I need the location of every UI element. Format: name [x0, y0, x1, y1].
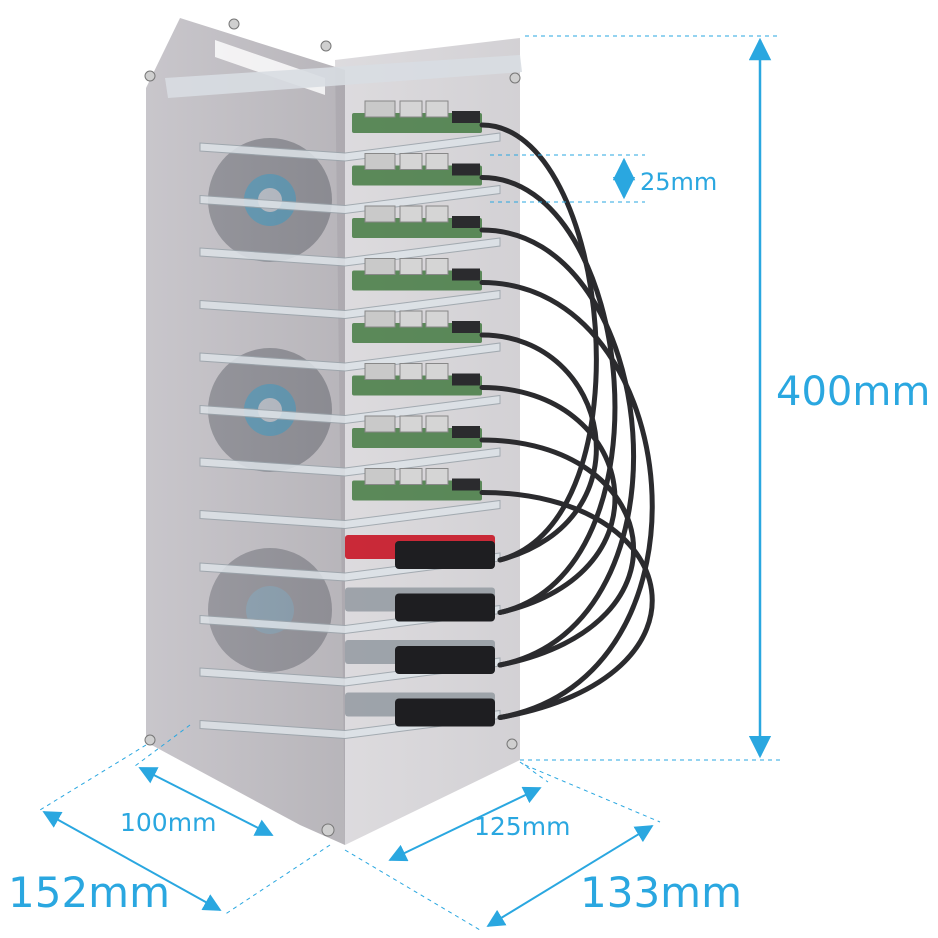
ethernet-port	[364, 258, 396, 275]
usb-cable	[479, 437, 637, 668]
acrylic-shelves	[199, 132, 501, 740]
acrylic-shelf	[199, 184, 501, 215]
pi-board	[352, 165, 482, 186]
usb-port	[399, 415, 423, 433]
pi-board	[352, 375, 482, 396]
acrylic-shelf	[199, 394, 501, 425]
usb-port	[399, 363, 423, 380]
usb-cable	[479, 227, 637, 668]
usb-port	[399, 310, 423, 328]
outer-depth-label: 133mm	[580, 868, 742, 917]
usb-plug	[452, 216, 480, 228]
standoff-screws	[144, 18, 521, 837]
ethernet-port	[364, 205, 396, 223]
brand-logo: 52Pi	[110, 160, 150, 252]
height-label: 400mm	[776, 369, 931, 415]
inner-width-label: 100mm	[120, 808, 217, 837]
sata-adapter	[395, 541, 495, 569]
pi-board	[352, 323, 482, 343]
acrylic-shelf	[199, 499, 501, 530]
acrylic-shelf	[199, 447, 501, 477]
usb-port	[399, 468, 423, 485]
ethernet-port	[364, 415, 396, 433]
usb-plug	[452, 163, 480, 176]
usb-cable	[479, 332, 599, 563]
acrylic-shelf	[199, 132, 501, 162]
inner-depth-label: 125mm	[474, 812, 571, 841]
usb-port	[425, 205, 449, 223]
usb-port	[425, 415, 449, 433]
usb-port	[425, 100, 449, 118]
usb-plug	[452, 373, 480, 386]
ethernet-port	[364, 468, 396, 485]
pi-board	[352, 270, 482, 291]
pi-board	[352, 480, 482, 501]
usb-cable	[479, 122, 599, 563]
usb-port	[399, 100, 423, 118]
outer-width-label: 152mm	[8, 868, 170, 917]
usb-cable	[479, 385, 618, 615]
ethernet-port	[364, 153, 396, 170]
raspberry-pi-boards	[352, 100, 482, 501]
usb-plug	[452, 268, 480, 281]
usb-port	[425, 363, 449, 380]
usb-cable	[479, 280, 655, 720]
ssd-drives	[345, 535, 495, 727]
usb-port	[425, 310, 449, 328]
layer-spacing-label: 25mm	[640, 168, 718, 196]
inner-depth-arrow	[388, 786, 542, 862]
usb-plug	[452, 426, 480, 438]
usb-plug	[452, 111, 480, 123]
acrylic-shelf	[199, 237, 501, 267]
left-side-panel	[146, 18, 345, 845]
usb-port	[425, 468, 449, 485]
outer-depth-arrow	[486, 825, 654, 927]
acrylic-shelf	[199, 289, 501, 320]
ethernet-port	[364, 100, 396, 118]
inner-width-arrow	[138, 767, 274, 836]
pi-board	[352, 428, 482, 448]
sata-adapter	[395, 698, 495, 727]
ethernet-port	[364, 363, 396, 380]
usb-cable	[479, 490, 655, 720]
usb-cables	[479, 122, 655, 720]
pi-board	[352, 113, 482, 133]
usb-port	[425, 153, 449, 170]
ethernet-port	[364, 310, 396, 328]
usb-port	[399, 205, 423, 223]
pi-board	[352, 218, 482, 238]
usb-plug	[452, 321, 480, 333]
usb-port	[399, 258, 423, 275]
usb-cable	[479, 175, 618, 615]
sata-adapter	[395, 646, 495, 674]
usb-plug	[452, 478, 480, 491]
outer-width-arrow	[42, 811, 222, 911]
acrylic-shelf	[199, 342, 501, 372]
dimension-lines	[39, 35, 780, 931]
usb-port	[399, 153, 423, 170]
usb-port	[425, 258, 449, 275]
sata-adapter	[395, 593, 495, 622]
